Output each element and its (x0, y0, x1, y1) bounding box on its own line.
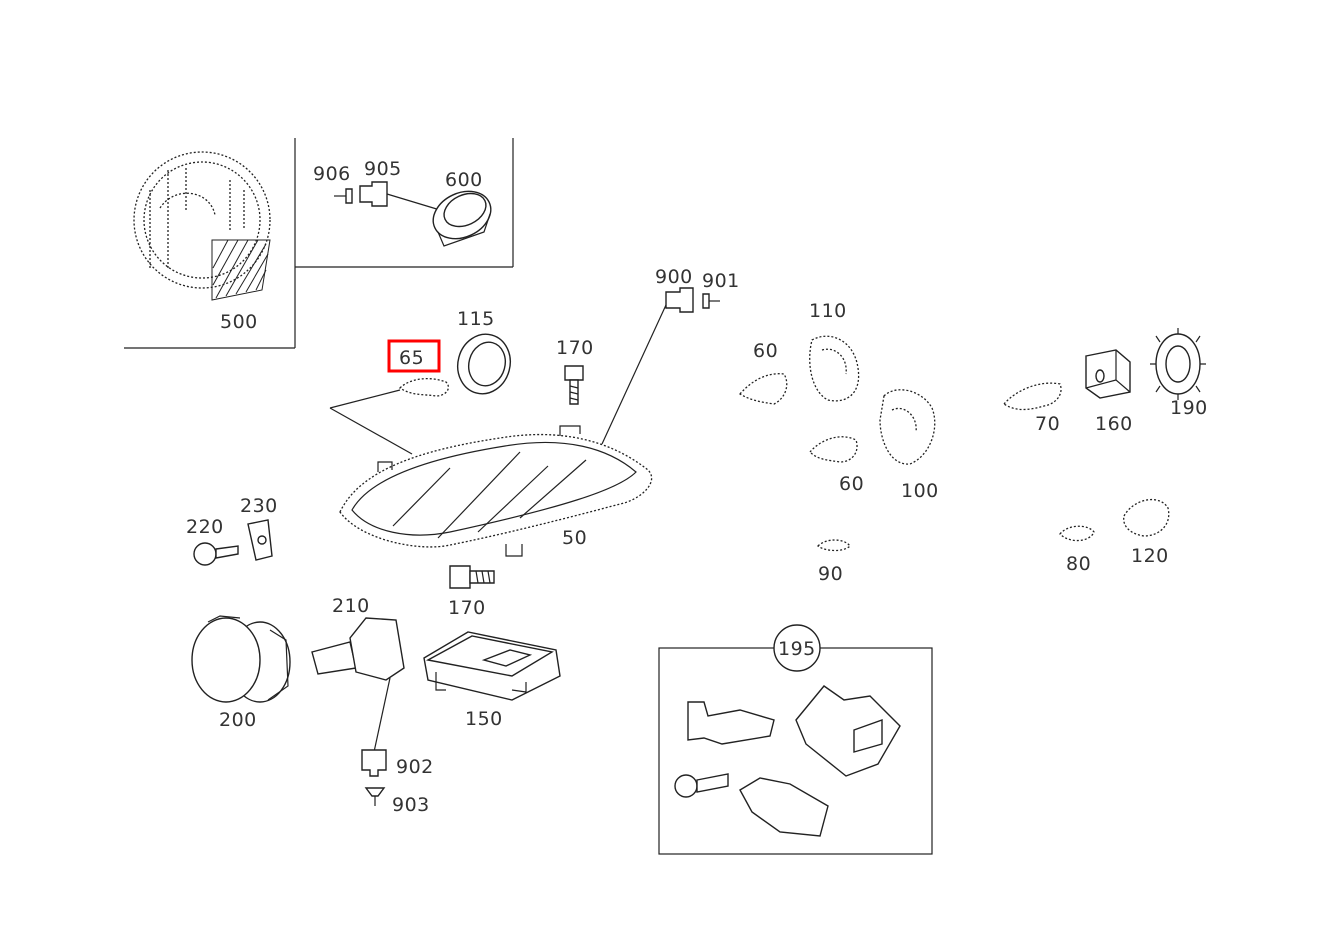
part-label-195[interactable]: 195 (778, 638, 816, 660)
socket-icon[interactable] (361, 749, 387, 777)
part-label-80[interactable]: 80 (1066, 553, 1091, 575)
screw-icon[interactable] (449, 565, 495, 589)
part-label-110[interactable]: 110 (809, 300, 847, 322)
fog-lamp-icon[interactable] (191, 615, 291, 703)
part-label-220[interactable]: 220 (186, 516, 224, 538)
seal-ring-icon[interactable] (451, 328, 517, 399)
clip-nut-icon[interactable] (247, 519, 273, 561)
screw-icon[interactable] (193, 542, 239, 566)
part-label-170-bottom[interactable]: 170 (448, 597, 486, 619)
part-label-90[interactable]: 90 (818, 563, 843, 585)
gear-cap-icon[interactable] (1150, 328, 1206, 400)
motor-icon[interactable] (1085, 349, 1131, 399)
part-label-120[interactable]: 120 (1131, 545, 1169, 567)
bracket-icon[interactable] (809, 436, 858, 463)
part-label-60-lower[interactable]: 60 (839, 473, 864, 495)
part-label-150[interactable]: 150 (465, 708, 503, 730)
reflector-icon[interactable] (879, 389, 936, 465)
cap-icon[interactable] (426, 182, 499, 247)
part-label-200[interactable]: 200 (219, 709, 257, 731)
part-label-600[interactable]: 600 (445, 169, 483, 191)
socket-icon[interactable] (665, 287, 694, 313)
part-label-905[interactable]: 905 (364, 158, 402, 180)
control-unit-icon[interactable] (423, 631, 561, 701)
part-label-60-upper[interactable]: 60 (753, 340, 778, 362)
clip-icon[interactable] (817, 539, 851, 552)
part-label-70[interactable]: 70 (1035, 413, 1060, 435)
part-label-160[interactable]: 160 (1095, 413, 1133, 435)
part-label-900[interactable]: 900 (655, 266, 693, 288)
part-label-500[interactable]: 500 (220, 311, 258, 333)
headlamp-housing-icon[interactable] (329, 304, 667, 557)
selected-part-highlight (387, 339, 441, 373)
part-labels: 906 905 600 500 900 901 115 65 170 50 17… (186, 158, 1208, 816)
part-label-230[interactable]: 230 (240, 495, 278, 517)
headlamp-lens-icon[interactable] (133, 151, 271, 301)
bulb-icon[interactable] (364, 787, 386, 806)
part-label-170-top[interactable]: 170 (556, 337, 594, 359)
repair-kit-frame (658, 624, 933, 855)
clip-icon[interactable] (1059, 525, 1095, 542)
part-label-902[interactable]: 902 (396, 756, 434, 778)
socket-icon[interactable] (359, 181, 441, 211)
bulb-icon[interactable] (702, 293, 720, 309)
part-label-50[interactable]: 50 (562, 527, 587, 549)
adjuster-icon[interactable] (1123, 498, 1170, 537)
part-label-906[interactable]: 906 (313, 163, 351, 185)
bulb-icon[interactable] (311, 617, 405, 753)
part-label-190[interactable]: 190 (1170, 397, 1208, 419)
part-label-210[interactable]: 210 (332, 595, 370, 617)
bracket-icon[interactable] (739, 373, 788, 405)
inset-frame-top-left (124, 138, 514, 349)
part-label-901[interactable]: 901 (702, 270, 740, 292)
screw-icon[interactable] (564, 365, 584, 405)
repair-kit-icon[interactable] (674, 685, 901, 837)
reflector-icon[interactable] (809, 335, 860, 402)
clip-icon[interactable] (398, 377, 450, 397)
adjuster-icon[interactable] (1003, 382, 1062, 411)
part-label-115[interactable]: 115 (457, 308, 495, 330)
part-label-903[interactable]: 903 (392, 794, 430, 816)
part-label-65[interactable]: 65 (399, 347, 424, 369)
part-label-100[interactable]: 100 (901, 480, 939, 502)
bulb-icon[interactable] (334, 188, 353, 204)
